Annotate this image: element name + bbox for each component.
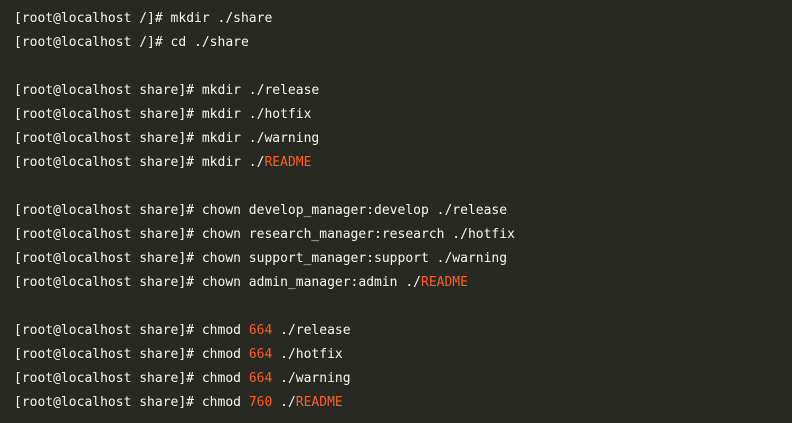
highlighted-token: README [421,275,468,290]
command-text: chmod [194,323,249,338]
command-text: chown admin_manager:admin ./ [194,275,421,290]
command-text: ./hotfix [272,347,343,362]
shell-prompt: [root@localhost share]# [14,371,195,386]
permission-mode: 760 [248,395,273,410]
shell-prompt: [root@localhost share]# [14,203,195,218]
command-text: ./warning [272,371,351,386]
terminal-line: [root@localhost share]# mkdir ./README [14,151,792,175]
command-text: chown develop_manager:develop ./release [194,203,508,218]
command-text: mkdir ./warning [194,131,320,146]
shell-prompt: [root@localhost /]# [14,11,163,26]
command-text: mkdir ./release [194,83,320,98]
shell-prompt: [root@localhost share]# [14,83,195,98]
shell-prompt: [root@localhost share]# [14,347,195,362]
terminal-line: [root@localhost share]# chown research_m… [14,223,792,247]
terminal-line: [root@localhost share]# chmod 664 ./hotf… [14,343,792,367]
shell-prompt: [root@localhost share]# [14,227,195,242]
terminal-line: [root@localhost share]# chmod 760 ./READ… [14,391,792,415]
highlighted-token: README [264,155,312,170]
command-text: ./ [272,395,296,410]
command-text: cd ./share [162,35,249,50]
shell-prompt: [root@localhost /]# [14,35,163,50]
blank-line [14,175,792,199]
shell-prompt: [root@localhost share]# [14,275,195,290]
terminal-line: [root@localhost share]# mkdir ./release [14,79,792,103]
command-text: chown research_manager:research ./hotfix [194,227,515,242]
terminal-line: [root@localhost /]# mkdir ./share [14,7,792,31]
command-text: mkdir ./ [194,155,265,170]
terminal-line: [root@localhost share]# chown support_ma… [14,247,792,271]
terminal-line: [root@localhost share]# mkdir ./warning [14,127,792,151]
shell-prompt: [root@localhost share]# [14,107,195,122]
terminal-line: [root@localhost share]# chown develop_ma… [14,199,792,223]
shell-prompt: [root@localhost share]# [14,131,195,146]
command-text: chmod [194,371,249,386]
blank-line [14,295,792,319]
terminal-line: [root@localhost share]# mkdir ./hotfix [14,103,792,127]
terminal-line: [root@localhost share]# chown admin_mana… [14,271,792,295]
command-text: chown support_manager:support ./warning [194,251,508,266]
shell-prompt: [root@localhost share]# [14,155,195,170]
command-text: mkdir ./hotfix [194,107,312,122]
terminal-line: [root@localhost share]# chmod 664 ./rele… [14,319,792,343]
terminal-line: [root@localhost /]# cd ./share [14,31,792,55]
highlighted-token: README [295,395,343,410]
permission-mode: 664 [248,323,273,338]
permission-mode: 664 [248,371,273,386]
shell-prompt: [root@localhost share]# [14,395,195,410]
terminal-line: [root@localhost share]# chmod 664 ./warn… [14,367,792,391]
command-text: chmod [194,347,249,362]
blank-line [14,55,792,79]
shell-prompt: [root@localhost share]# [14,251,195,266]
shell-prompt: [root@localhost share]# [14,323,195,338]
permission-mode: 664 [248,347,273,362]
command-text: ./release [272,323,351,338]
command-text: mkdir ./share [162,11,273,26]
command-text: chmod [194,395,249,410]
